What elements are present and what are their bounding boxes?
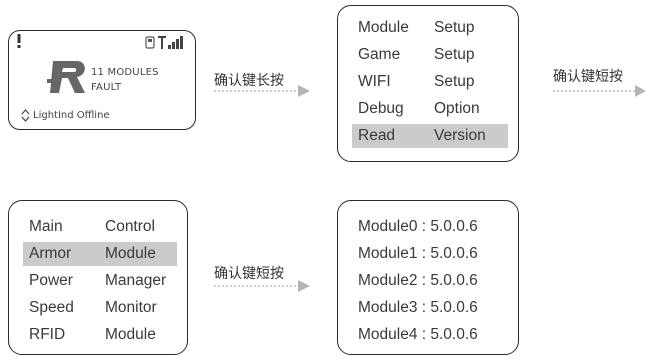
menu-row-value: Module: [105, 326, 156, 343]
version-entry: Module0 : 5.0.0.6: [358, 218, 478, 235]
version-entry: Module4 : 5.0.0.6: [358, 326, 478, 343]
menu-row-label: Power: [29, 272, 73, 289]
menu-row: Main Control: [23, 215, 177, 239]
menu-row-value: Module: [105, 245, 156, 262]
alert-icon: [17, 34, 21, 48]
menu-row: Module Setup: [352, 16, 508, 40]
menu-row-value: Version: [434, 127, 486, 144]
menu-row-selected: Armor Module: [23, 242, 177, 266]
menu-row: RFID Module: [23, 323, 177, 347]
list-item: Module2 : 5.0.0.6: [352, 269, 508, 293]
sd-card-icon: [145, 36, 155, 49]
menu-row-label: Read: [358, 127, 396, 144]
r-logo-icon: [47, 61, 85, 93]
menu-row: Power Manager: [23, 269, 177, 293]
arrow-icon: [214, 85, 310, 97]
menu-row: Debug Option: [352, 97, 508, 121]
menu-row-label: Debug: [358, 100, 404, 117]
list-item: Module0 : 5.0.0.6: [352, 215, 508, 239]
menu-row-selected: Read Version: [352, 124, 508, 148]
long-press-label: 确认键长按: [214, 73, 284, 89]
main-menu-screen: Main Control Armor Module Power Manager …: [8, 200, 188, 355]
status-message-line1: 11 MODULES: [91, 67, 159, 78]
menu-row-label: Armor: [29, 245, 72, 262]
short-press-label: 确认键短按: [553, 69, 623, 85]
menu-row-value: Setup: [434, 73, 475, 90]
menu-row-value: Control: [105, 218, 155, 235]
menu-row-label: Module: [358, 19, 409, 36]
status-message-line2: FAULT: [91, 82, 122, 93]
menu-row-label: Game: [358, 46, 401, 63]
short-press-label: 确认键短按: [214, 266, 284, 282]
connection-status: LightInd Offline: [33, 110, 110, 121]
menu-row-value: Option: [434, 100, 480, 117]
signal-bars-icon: [145, 36, 183, 49]
arrow-icon: [553, 85, 646, 97]
list-item: Module3 : 5.0.0.6: [352, 296, 508, 320]
arrow-icon: [214, 280, 310, 292]
menu-row-label: Main: [29, 218, 63, 235]
version-entry: Module1 : 5.0.0.6: [358, 245, 478, 262]
list-item: Module1 : 5.0.0.6: [352, 242, 508, 266]
menu-row-value: Setup: [434, 19, 475, 36]
menu-row: Speed Monitor: [23, 296, 177, 320]
menu-row: WIFI Setup: [352, 70, 508, 94]
up-down-arrows-icon: [21, 109, 30, 122]
menu-row-value: Monitor: [105, 299, 157, 316]
version-entry: Module3 : 5.0.0.6: [358, 299, 478, 316]
menu-row-value: Setup: [434, 46, 475, 63]
menu-row-label: RFID: [29, 326, 66, 343]
list-item: Module4 : 5.0.0.6: [352, 323, 508, 347]
version-entry: Module2 : 5.0.0.6: [358, 272, 478, 289]
menu-row-label: WIFI: [358, 73, 391, 90]
menu-row: Game Setup: [352, 43, 508, 67]
menu-row-value: Manager: [105, 272, 167, 289]
setup-menu-screen: Module Setup Game Setup WIFI Setup Debug…: [337, 5, 519, 162]
version-list-screen: Module0 : 5.0.0.6 Module1 : 5.0.0.6 Modu…: [337, 200, 519, 355]
menu-row-label: Speed: [29, 299, 74, 316]
status-screen: 11 MODULES FAULT LightInd Offline: [8, 30, 196, 130]
